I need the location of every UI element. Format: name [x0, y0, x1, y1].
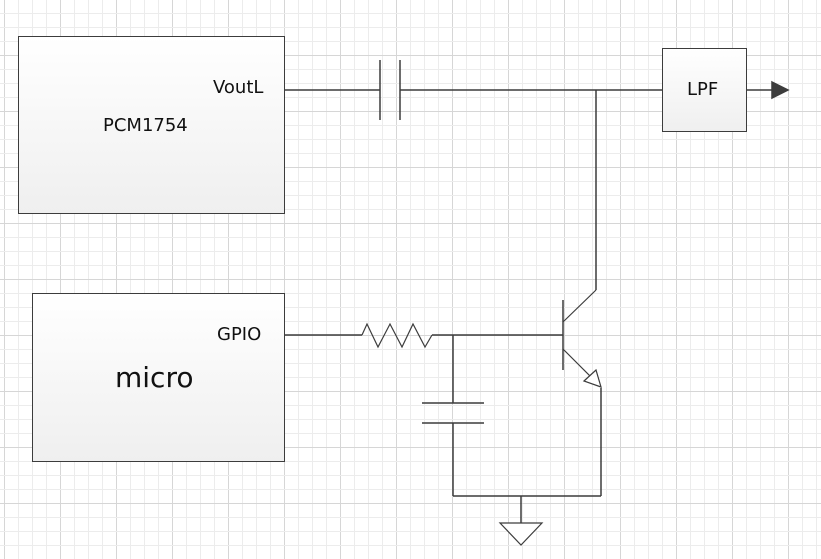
micro-label: micro — [115, 361, 194, 394]
voutl-port-label: VoutL — [213, 77, 264, 98]
gpio-port-label: GPIO — [217, 324, 262, 345]
pcm1754-block[interactable] — [18, 36, 285, 214]
transistor-collector — [562, 289, 597, 323]
lpf-block[interactable] — [662, 48, 747, 132]
ground-icon — [498, 522, 544, 546]
pcm1754-label: PCM1754 — [103, 115, 188, 136]
output-arrow-icon — [771, 80, 790, 100]
micro-block[interactable] — [32, 293, 285, 462]
npn-transistor — [562, 289, 602, 388]
lpf-label: LPF — [687, 79, 719, 100]
base-resistor — [361, 322, 433, 349]
emitter-arrow-icon — [582, 368, 602, 388]
